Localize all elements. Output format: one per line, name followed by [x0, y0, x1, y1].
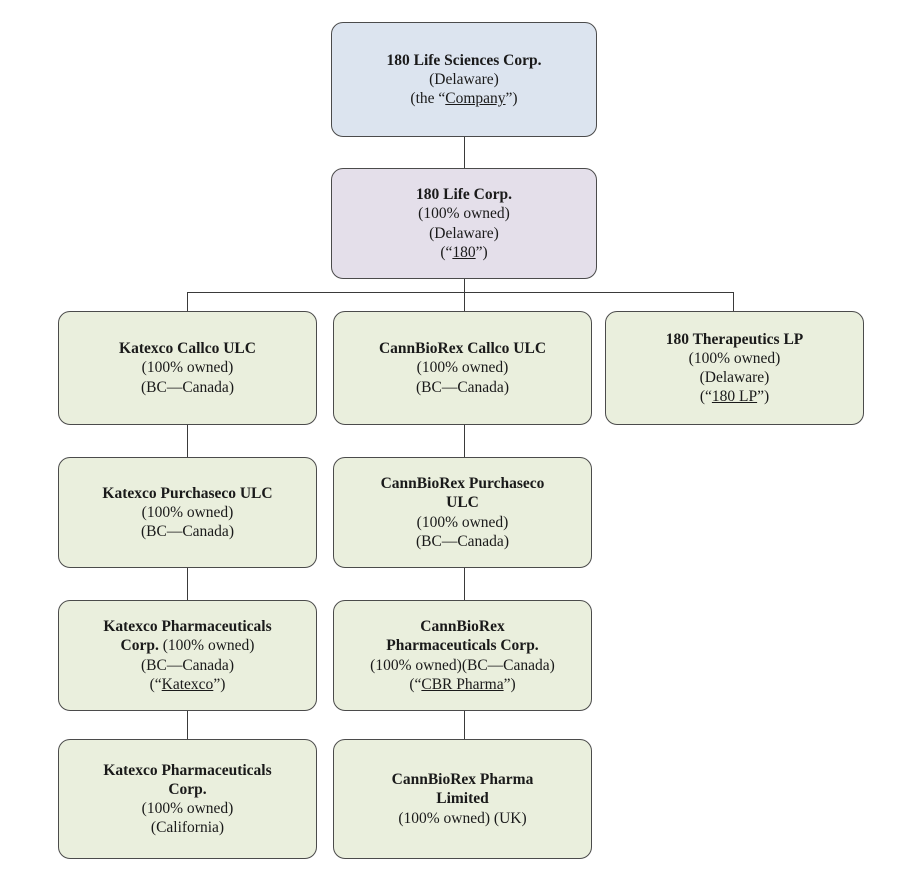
node-ownership: (100% owned) — [141, 800, 234, 817]
connector-bus-to-katexco-callco — [187, 292, 188, 311]
alias-suffix: ”) — [213, 675, 226, 693]
node-katexco-purchaseco-ulc[interactable]: Katexco Purchaseco ULC (100% owned) (BC—… — [58, 457, 317, 568]
node-title: CannBioRex Callco ULC — [378, 340, 547, 358]
node-title-cont: Pharmaceuticals Corp. — [386, 637, 539, 655]
node-title: 180 Life Corp. — [415, 186, 512, 204]
connector-katexco-callco-to-purchaseco — [187, 425, 188, 457]
node-title: 180 Life Sciences Corp. — [386, 51, 542, 69]
connector-180-stem-down — [464, 279, 465, 311]
alias-term: 180 LP — [711, 388, 758, 406]
node-ownership: (100% owned) — [416, 513, 509, 531]
node-ownership: (100% owned) — [688, 349, 781, 367]
node-jurisdiction: (BC—Canada) — [141, 378, 234, 396]
node-cannbiorex-callco-ulc[interactable]: CannBioRex Callco ULC (100% owned) (BC—C… — [333, 311, 592, 425]
node-ownership: (100% owned) — [416, 359, 509, 377]
connector-cbr-pharma-to-limited — [464, 711, 465, 739]
node-title: 180 Therapeutics LP — [665, 330, 804, 348]
node-title-cont: ULC — [446, 494, 479, 512]
node-jurisdiction: (BC—Canada) — [416, 378, 509, 396]
node-ownership: (100% owned) — [141, 359, 234, 377]
alias-term: Company — [445, 90, 506, 108]
node-katexco-pharmaceuticals-corp-california[interactable]: Katexco Pharmaceuticals Corp. (100% owne… — [58, 739, 317, 859]
node-title: CannBioRex Purchaseco — [380, 475, 545, 493]
node-title: Katexco Pharmaceuticals — [103, 761, 272, 779]
connector-company-to-180 — [464, 137, 465, 168]
node-ownership: (100% owned) — [141, 503, 234, 521]
node-jurisdiction: (Delaware) — [429, 70, 499, 88]
node-katexco-pharmaceuticals-corp-bc[interactable]: Katexco Pharmaceuticals Corp. (100% owne… — [58, 600, 317, 711]
alias-suffix: ”) — [503, 675, 516, 693]
node-title-cont: Corp. — [168, 780, 207, 798]
node-title: Katexco Purchaseco ULC — [102, 484, 273, 502]
connector-180-horizontal-bus — [187, 292, 734, 293]
node-ownership: (100% owned) — [418, 205, 510, 223]
alias-prefix: (“ — [699, 388, 712, 406]
node-jurisdiction: (BC—Canada) — [416, 532, 509, 550]
alias-term: CBR Pharma — [421, 675, 504, 693]
node-alias: (“Katexco”) — [150, 675, 226, 694]
node-title: CannBioRex — [420, 618, 505, 636]
alias-prefix: (the “ — [410, 90, 446, 108]
node-katexco-callco-ulc[interactable]: Katexco Callco ULC (100% owned) (BC—Cana… — [58, 311, 317, 425]
node-ownership-jurisdiction: (100% owned)(BC—Canada) — [370, 656, 555, 674]
node-jurisdiction: (BC—Canada) — [141, 523, 234, 541]
connector-bus-to-180lp — [733, 292, 734, 311]
node-ownership-jurisdiction: (100% owned) (UK) — [398, 809, 527, 827]
alias-suffix: ”) — [505, 90, 518, 108]
node-180-life-corp[interactable]: 180 Life Corp. (100% owned) (Delaware) (… — [331, 168, 597, 279]
node-180-therapeutics-lp[interactable]: 180 Therapeutics LP (100% owned) (Delawa… — [605, 311, 864, 425]
node-title-cont: Corp. — [120, 637, 159, 655]
alias-term: 180 — [452, 243, 476, 261]
connector-cbr-purchaseco-to-pharma — [464, 568, 465, 600]
node-180-life-sciences-corp[interactable]: 180 Life Sciences Corp. (Delaware) (the … — [331, 22, 597, 137]
node-cannbiorex-pharmaceuticals-corp[interactable]: CannBioRex Pharmaceuticals Corp. (100% o… — [333, 600, 592, 711]
node-title-and-ownership: Corp. (100% owned) — [121, 636, 255, 655]
node-title: CannBioRex Pharma — [391, 771, 534, 789]
alias-prefix: (“ — [149, 675, 162, 693]
connector-cbr-callco-to-purchaseco — [464, 425, 465, 457]
node-title: Katexco Pharmaceuticals — [103, 618, 272, 636]
alias-prefix: (“ — [409, 675, 422, 693]
alias-term: Katexco — [161, 675, 214, 693]
node-jurisdiction: (Delaware) — [699, 369, 770, 386]
connector-katexco-pharma-to-california — [187, 711, 188, 739]
node-alias: (“180”) — [440, 243, 487, 262]
node-jurisdiction: (California) — [150, 819, 225, 837]
node-alias: (“180 LP”) — [700, 387, 769, 406]
alias-prefix: (“ — [440, 243, 453, 261]
node-jurisdiction: (Delaware) — [429, 224, 499, 242]
node-title-cont: Limited — [436, 790, 489, 808]
node-title: Katexco Callco ULC — [119, 340, 256, 358]
node-alias: (“CBR Pharma”) — [409, 675, 515, 694]
node-cannbiorex-pharma-limited[interactable]: CannBioRex Pharma Limited (100% owned) (… — [333, 739, 592, 859]
node-cannbiorex-purchaseco-ulc[interactable]: CannBioRex Purchaseco ULC (100% owned) (… — [333, 457, 592, 568]
node-ownership: (100% owned) — [158, 637, 255, 655]
connector-katexco-purchaseco-to-pharma — [187, 568, 188, 600]
node-alias: (the “Company”) — [410, 89, 517, 108]
alias-suffix: ”) — [475, 243, 488, 261]
node-jurisdiction: (BC—Canada) — [141, 656, 234, 674]
alias-suffix: ”) — [757, 388, 770, 406]
